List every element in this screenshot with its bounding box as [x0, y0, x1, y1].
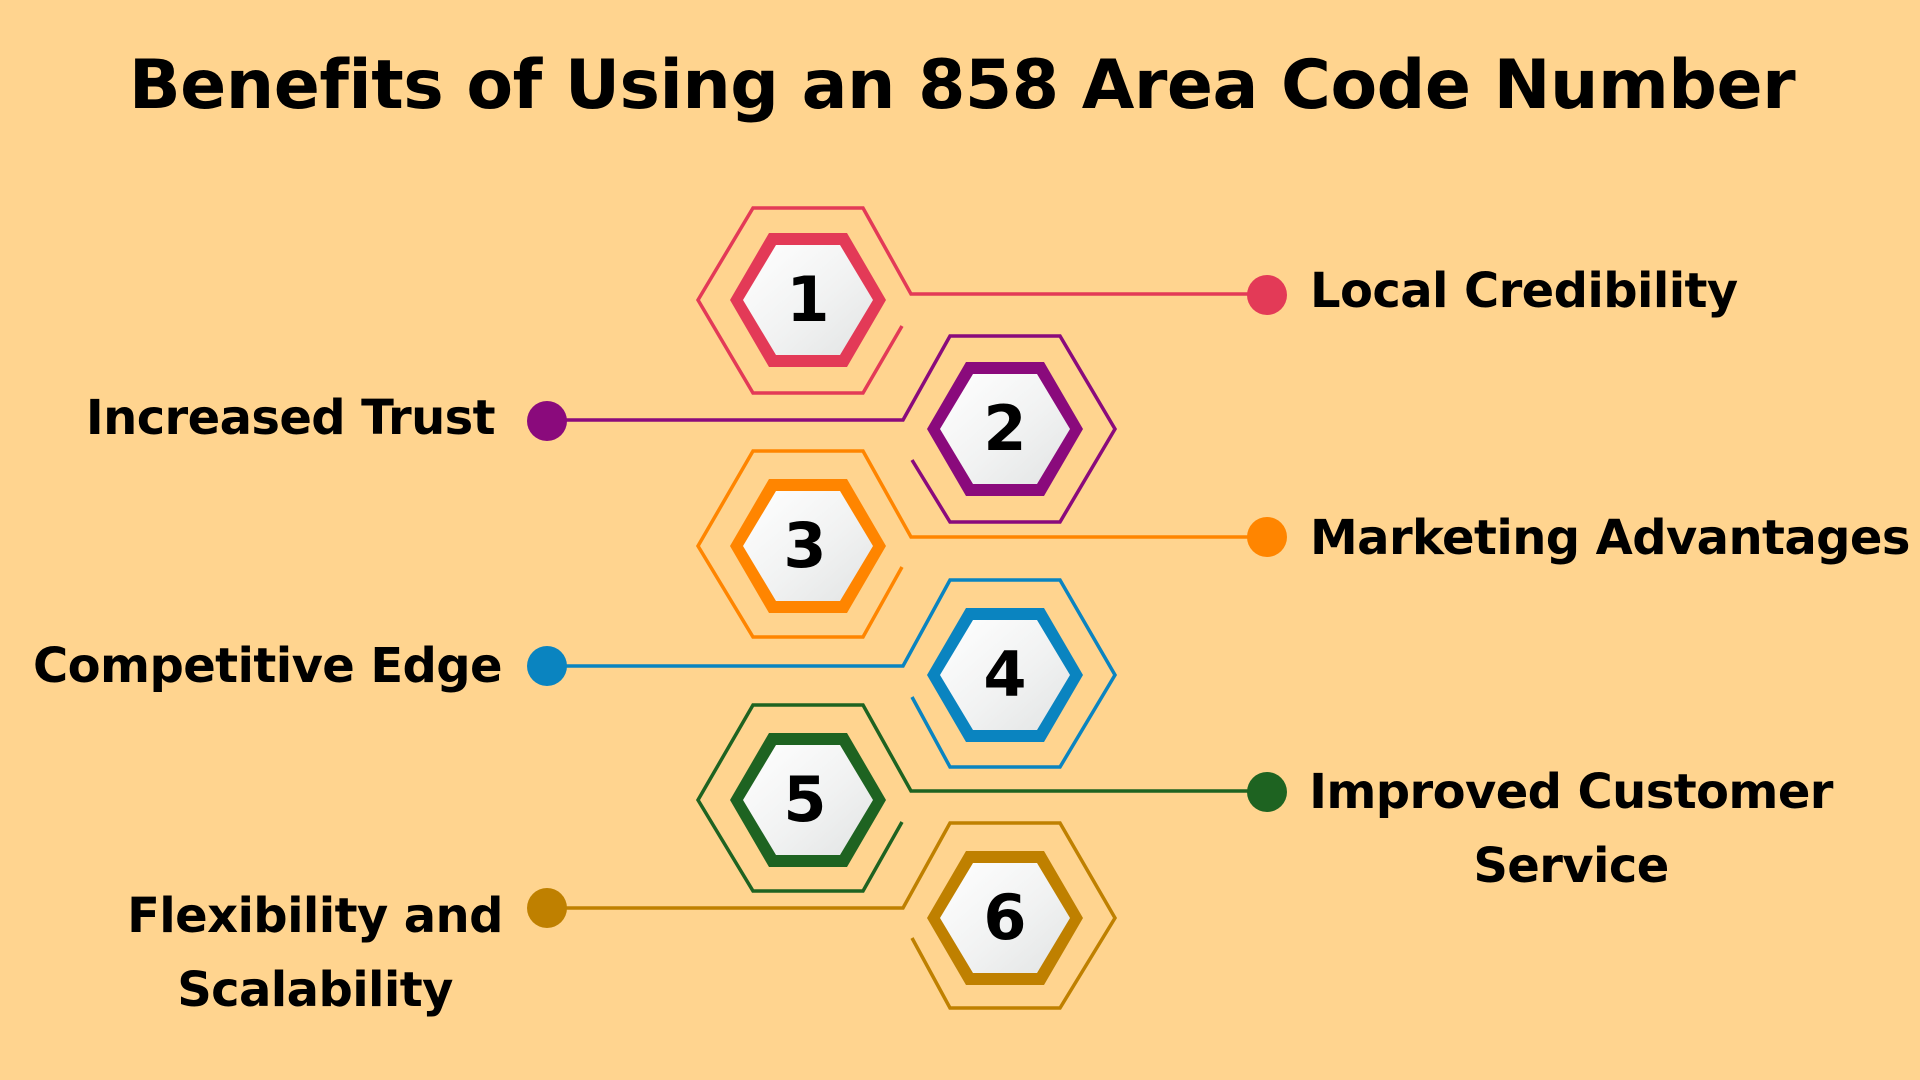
benefit-label-line-2: Service: [1473, 838, 1669, 894]
hexagon-item-4: [527, 578, 1118, 769]
hexagon-number-5: 5: [783, 763, 827, 836]
hexagon-number-4: 4: [983, 638, 1027, 711]
hexagon-outline-6: [547, 821, 1118, 1010]
benefit-label-local-credibility: Local Credibility: [1310, 263, 1738, 319]
benefit-label-marketing-advantages: Marketing Advantages: [1310, 510, 1910, 566]
hexagon-inner-5: [743, 745, 873, 855]
connector-dot-2: [527, 401, 567, 441]
hexagon-item-3: [695, 449, 1287, 639]
hexagon-outline-5: [695, 703, 1267, 893]
connector-dot-5: [1247, 772, 1287, 812]
hexagon-outline-4: [547, 578, 1118, 769]
hexagon-item-6: [527, 821, 1118, 1010]
benefit-label-improved-customer-service: Improved Customer Service: [1306, 755, 1836, 903]
benefit-label-competitive-edge: Competitive Edge: [33, 638, 503, 694]
hexagon-number-1: 1: [786, 263, 830, 336]
benefit-label-line-1: Improved Customer: [1309, 764, 1833, 820]
page-title: Benefits of Using an 858 Area Code Numbe…: [128, 46, 1796, 125]
hexagon-item-2: [527, 334, 1118, 524]
benefit-label-increased-trust: Increased Trust: [85, 390, 496, 446]
hexagon-inner-2: [940, 374, 1070, 484]
connector-dot-4: [527, 646, 567, 686]
hexagon-outline-1: [695, 206, 1267, 395]
hexagon-outline-2: [547, 334, 1118, 524]
hexagon-inner-4: [940, 620, 1070, 730]
hexagon-number-3: 3: [783, 509, 827, 582]
hexagon-outline-3: [695, 449, 1267, 639]
connector-dot-6: [527, 888, 567, 928]
benefit-label-line-1: Flexibility and: [127, 888, 503, 944]
connector-dot-1: [1247, 275, 1287, 315]
hexagon-inner-3: [743, 491, 873, 601]
hexagon-item-1: [695, 206, 1287, 395]
hexagon-item-5: [695, 703, 1287, 893]
hexagon-number-2: 2: [983, 392, 1027, 465]
benefit-label-line-2: Scalability: [177, 962, 453, 1018]
benefit-label-flexibility-and-scalability: Flexibility and Scalability: [120, 879, 510, 1027]
hexagon-inner-6: [940, 863, 1070, 973]
hexagon-inner-1: [743, 245, 873, 355]
connector-dot-3: [1247, 517, 1287, 557]
hexagon-number-6: 6: [983, 881, 1027, 954]
